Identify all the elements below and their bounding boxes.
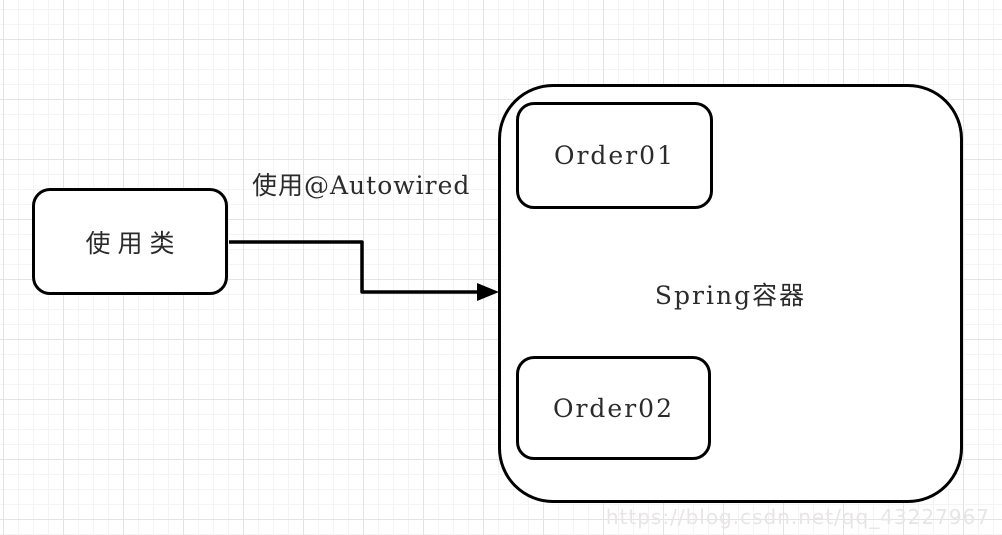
connector-line — [229, 240, 482, 294]
node-user-class-label: 使用类 — [85, 228, 182, 258]
node-order02: Order02 — [516, 356, 711, 460]
edge-label: 使用@Autowired — [252, 171, 471, 200]
arrowhead-icon — [477, 283, 499, 301]
node-order01: Order01 — [516, 102, 713, 209]
watermark: https://blog.csdn.net/qq_43227967 — [605, 505, 990, 529]
node-user-class: 使用类 — [32, 188, 228, 295]
node-order02-label: Order02 — [552, 393, 674, 423]
node-spring-container: Order01 Spring容器 Order02 — [498, 84, 963, 503]
node-order01-label: Order01 — [553, 141, 675, 170]
node-spring-container-label: Spring容器 — [654, 281, 807, 310]
